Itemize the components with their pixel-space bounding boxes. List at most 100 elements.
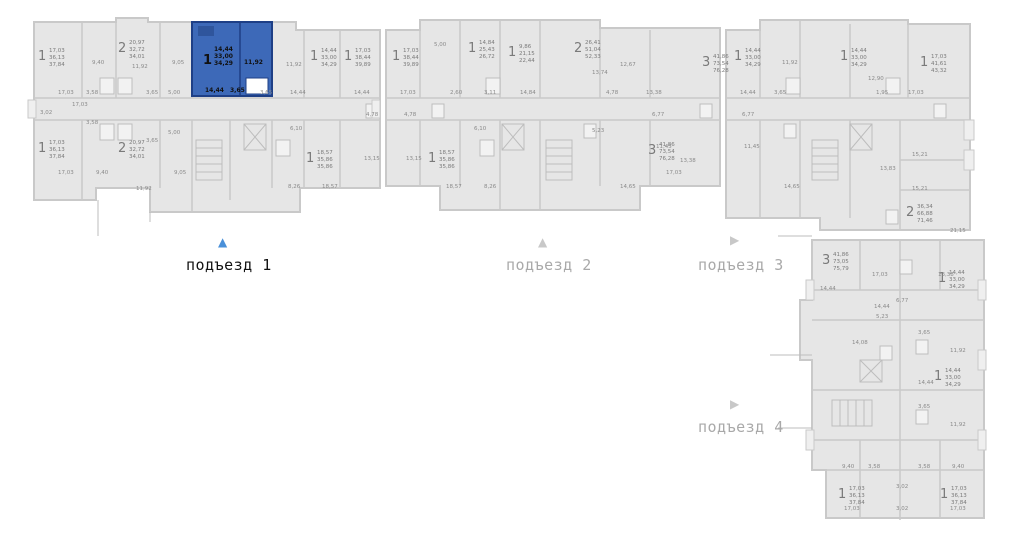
apartment-area-line: 18,57 (317, 150, 333, 156)
apartment-area-line: 14,44 (745, 48, 761, 54)
room-area-label: 8,26 (288, 184, 301, 190)
entrance-1-arrow-icon: ▲ (218, 235, 228, 249)
room-area-label: 3,02 (40, 110, 52, 116)
apartment-area-line: 25,43 (479, 47, 495, 53)
room-area-label: 14,44 (740, 90, 756, 96)
apartment-area-line: 35,86 (317, 157, 333, 163)
apartment-area-line: 18,57 (439, 150, 455, 156)
room-area-label: 14,44 (354, 90, 370, 96)
room-area-label: 5,00 (168, 130, 181, 136)
room-area-label: 8,26 (484, 184, 497, 190)
room-area-label: 2,60 (450, 90, 463, 96)
apartment-area-line: 66,88 (917, 211, 933, 217)
selected-width: 3,65 (230, 87, 245, 94)
entrance-3-label[interactable]: подъезд 3 (698, 256, 784, 274)
room-area-label: 6,77 (652, 112, 665, 118)
selected-kitchen: 11,92 (244, 59, 263, 66)
apartment-area-line: 17,03 (49, 140, 65, 146)
apartment-rooms-count: 1 (734, 49, 742, 64)
apartment-area-line: 34,29 (851, 62, 867, 68)
apartment-rooms-count: 1 (838, 487, 846, 502)
room-area-label: 12,67 (620, 62, 636, 68)
apartment-rooms-count: 1 (468, 41, 476, 56)
room-area-label: 3,58 (86, 90, 99, 96)
room-area-label: 17,03 (58, 170, 74, 176)
selected-apartment[interactable]: 1 14,44 33,00 34,29 14,44 3,65 11,92 (191, 21, 273, 97)
stairwells (195, 123, 883, 427)
apartment-area-line: 36,13 (849, 493, 865, 499)
room-area-label: 14,84 (520, 90, 536, 96)
room-area-label: 9,40 (96, 170, 109, 176)
room-area-label: 4,78 (404, 112, 417, 118)
apartment-area-line: 20,97 (129, 140, 145, 146)
apartment-area-line: 39,89 (403, 62, 419, 68)
apartment-rooms-count: 1 (940, 487, 948, 502)
apartment-area-line: 41,61 (931, 61, 947, 67)
apartment-area-line: 14,44 (321, 48, 337, 54)
room-area-label: 6,10 (474, 126, 487, 132)
apartment-rooms-count: 3 (822, 253, 830, 268)
room-area-label: 3,02 (896, 484, 908, 490)
room-area-label: 11,92 (136, 186, 152, 192)
entrance-markers (97, 200, 812, 429)
entrance-4-label[interactable]: подъезд 4 (698, 418, 784, 436)
room-area-label: 11,45 (744, 144, 760, 150)
apartment-area-line: 33,00 (949, 277, 965, 283)
room-area-label: 6,77 (896, 298, 909, 304)
room-area-label: 17,03 (58, 90, 74, 96)
room-area-label: 3,58 (918, 464, 931, 470)
apartment-rooms-count: 1 (344, 49, 352, 64)
apartment-area-line: 34,29 (945, 382, 961, 388)
room-area-label: 14,44 (820, 286, 836, 292)
apartment-rooms-count: 2 (118, 141, 126, 156)
room-area-label: 17,03 (72, 102, 88, 108)
room-area-label: 14,65 (784, 184, 800, 190)
apartment-rooms-count: 1 (428, 151, 436, 166)
room-area-label: 11,92 (950, 422, 966, 428)
apartment-area-line: 37,84 (849, 500, 865, 506)
building-shell (33, 17, 985, 519)
bathrooms (99, 77, 947, 425)
apartment-area-line: 73,54 (713, 61, 729, 67)
apartment-area-line: 52,33 (585, 54, 601, 60)
apartment-rooms-count: 1 (310, 49, 318, 64)
apartment-area-line: 39,89 (355, 62, 371, 68)
apartment-area-line: 36,13 (49, 147, 65, 153)
apartment-area-line: 14,44 (851, 48, 867, 54)
room-area-label: 5,23 (876, 314, 889, 320)
apartment-area-line: 33,00 (321, 55, 337, 61)
apartment-area-line: 22,44 (519, 58, 535, 64)
interior-walls (34, 20, 984, 520)
room-area-label: 3,65 (146, 138, 159, 144)
room-area-label: 13,38 (938, 272, 954, 278)
room-area-label: 9,05 (172, 60, 185, 66)
room-area-label: 11,45 (656, 144, 672, 150)
apartment-area-line: 21,15 (519, 51, 535, 57)
entrance-4-arrow-icon: ▶ (730, 397, 740, 411)
apartment-area-line: 34,29 (949, 284, 965, 290)
apartment-area-line: 9,86 (519, 44, 532, 50)
room-area-label: 17,03 (844, 506, 860, 512)
entrance-1-label[interactable]: подъезд 1 (186, 256, 272, 274)
room-area-label: 3,11 (484, 90, 496, 96)
apartment-area-line: 36,13 (49, 55, 65, 61)
room-area-label: 21,15 (950, 228, 966, 234)
apartment-area-line: 35,86 (439, 164, 455, 170)
room-area-label: 17,03 (400, 90, 416, 96)
balconies (27, 99, 987, 451)
room-area-label: 3,58 (86, 120, 99, 126)
room-area-label: 14,08 (852, 340, 868, 346)
apartment-area-line: 26,41 (585, 40, 601, 46)
room-area-label: 9,40 (842, 464, 855, 470)
room-area-label: 11,92 (132, 64, 148, 70)
entrance-2-label[interactable]: подъезд 2 (506, 256, 592, 274)
room-area-label: 17,03 (872, 272, 888, 278)
apartment-rooms-count: 1 (306, 151, 314, 166)
room-area-label: 9,05 (174, 170, 187, 176)
room-area-label: 11,92 (782, 60, 798, 66)
apartment-rooms-count: 1 (920, 55, 928, 70)
selected-total: 33,00 (214, 53, 233, 60)
apartment-area-line: 33,00 (851, 55, 867, 61)
room-area-label: 3,58 (868, 464, 881, 470)
room-area-label: 6,77 (742, 112, 755, 118)
